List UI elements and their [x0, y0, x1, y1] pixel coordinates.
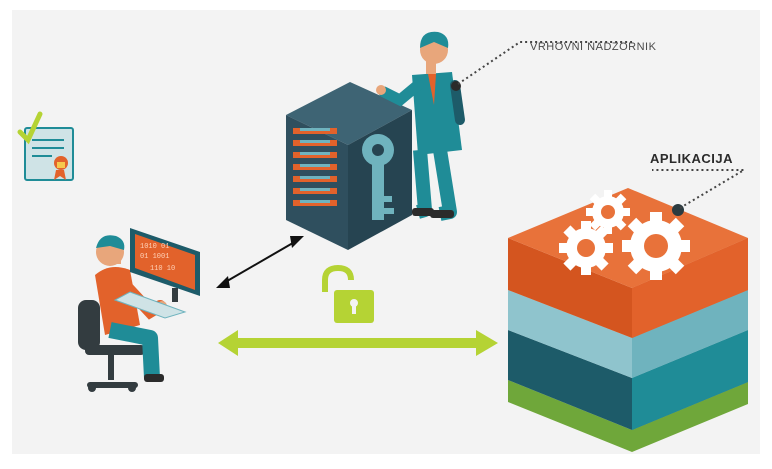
user-at-computer-illustration: 1010 01 01 1001 110 10 [78, 228, 200, 392]
application-stack-illustration [508, 188, 748, 452]
connection-arrow-user-server [216, 236, 304, 288]
app-label-leader [652, 169, 748, 209]
svg-text:01 1001: 01 1001 [140, 253, 169, 261]
application-label: APLIKACIJA [650, 151, 734, 166]
admin-label: VRHOVNI NADZORNIK [530, 41, 657, 53]
unlocked-padlock-icon [322, 264, 374, 323]
gears-icon [559, 190, 690, 280]
administrator-illustration [376, 31, 465, 221]
monitor-icon: 1010 01 01 1001 110 10 [113, 228, 200, 319]
certificate-icon [17, 111, 74, 181]
server-illustration [286, 82, 412, 250]
svg-text:1010 01: 1010 01 [140, 243, 169, 251]
key-icon [362, 134, 394, 220]
svg-text:110 10: 110 10 [150, 265, 175, 273]
connection-arrow-user-application [218, 330, 498, 356]
